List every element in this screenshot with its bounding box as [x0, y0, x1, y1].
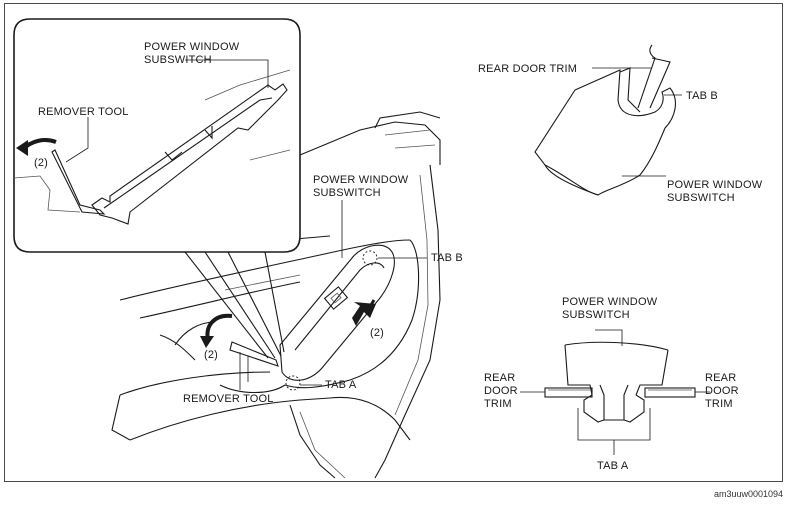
detail-inset — [13, 18, 301, 359]
main-step-left-label: (2) — [204, 349, 218, 361]
br-power-window-label-2: SUBSWITCH — [562, 309, 630, 321]
figure-frame — [4, 3, 783, 482]
push-arrow-icon — [352, 299, 376, 326]
main-power-window-label-2: SUBSWITCH — [313, 187, 381, 199]
rotate-arrow-icon — [200, 313, 233, 348]
inset-power-window-label-1: POWER WINDOW — [144, 41, 240, 53]
tr-power-window-label-1: POWER WINDOW — [667, 179, 763, 191]
tab-b-marker — [362, 250, 378, 266]
br-left-rear-label: REAR — [484, 372, 515, 384]
leader-br-tab-a — [577, 408, 651, 455]
main-tab-b-label: TAB B — [431, 252, 463, 264]
br-right-door-label: DOOR — [705, 385, 739, 397]
inset-step-label: (2) — [34, 157, 48, 169]
main-remover-tool-label: REMOVER TOOL — [183, 393, 274, 405]
br-tab-a-label: TAB A — [597, 460, 629, 472]
remover-tool-main — [229, 341, 279, 367]
tr-tab-b-label: TAB B — [686, 90, 718, 102]
br-left-door-label: DOOR — [484, 385, 518, 397]
bottom-right-cross-section — [544, 341, 696, 423]
main-tab-a-label: TAB A — [325, 379, 357, 391]
rotate-arrow-inset-icon — [16, 138, 57, 156]
leader-inset-remover — [65, 117, 89, 163]
power-window-subswitch-inset — [91, 83, 288, 225]
br-power-window-label-1: POWER WINDOW — [562, 296, 658, 308]
power-window-subswitch-main — [279, 244, 395, 381]
remover-tool-inset — [51, 149, 106, 215]
leader-br-subswitch — [595, 329, 623, 346]
br-right-trim-label: TRIM — [705, 398, 733, 410]
inset-power-window-label-2: SUBSWITCH — [144, 54, 212, 66]
tr-rear-door-trim-label: REAR DOOR TRIM — [478, 63, 577, 75]
top-right-detail — [534, 44, 676, 196]
tab-a-marker — [285, 375, 301, 391]
tr-power-window-label-2: SUBSWITCH — [667, 192, 735, 204]
br-right-rear-label: REAR — [705, 372, 736, 384]
figure-reference-code: am3uuw0001094 — [714, 489, 783, 499]
main-step-right-label: (2) — [370, 327, 384, 339]
leader-inset-subswitch — [185, 59, 269, 88]
leader-main-remover — [239, 352, 249, 390]
br-left-trim-label: TRIM — [484, 398, 512, 410]
main-power-window-label-1: POWER WINDOW — [313, 174, 409, 186]
door-trim-illustration — [111, 111, 441, 479]
inset-remover-tool-label: REMOVER TOOL — [38, 106, 129, 118]
